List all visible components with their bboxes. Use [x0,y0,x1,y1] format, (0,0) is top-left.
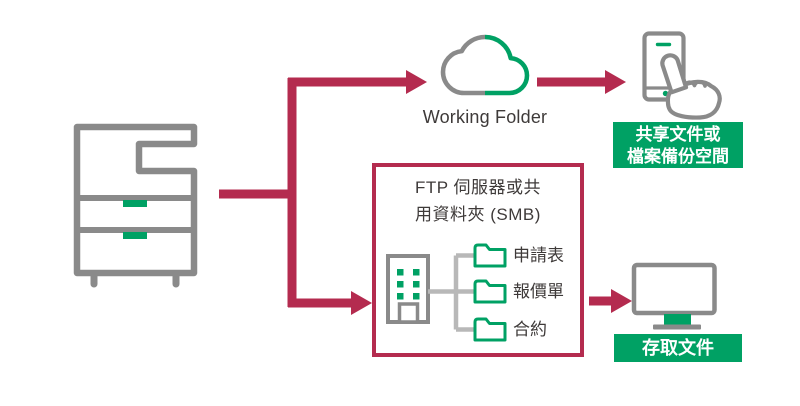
folder-icon [473,279,507,304]
folders [473,243,507,342]
access-files-badge: 存取文件 [614,334,742,362]
share-files-badge-line1: 共享文件或 [635,125,721,144]
printer-tray-handle [123,232,147,239]
folder-icon [473,317,507,342]
ftp-box-title-line1: FTP 伺服器或共 [414,178,542,197]
share-files-badge: 共享文件或 檔案備份空間 [613,122,743,168]
monitor-stand [664,314,691,325]
desktop-monitor-icon [631,262,717,330]
flow-arrows [219,70,632,315]
printer-tray-handle [123,200,147,207]
multifunction-printer-icon [73,123,198,288]
working-folder-label: Working Folder [422,107,548,127]
folder-label: 申請表 [513,246,564,265]
hand-finger [660,53,689,95]
monitor-base [653,324,701,330]
smartphone-touch-icon [642,31,722,120]
folder-tree-connector [428,253,474,332]
ftp-box-title-line2: 用資料夾 (SMB) [415,205,541,224]
folder-icon [473,243,507,268]
arrowhead-to-cloud [406,70,427,94]
share-files-badge-line2: 檔案備份空間 [627,147,729,166]
building-windows [397,269,420,300]
arrowhead-cloud-to-phone [605,70,626,94]
ftp-box-title: FTP 伺服器或共 用資料夾 (SMB) [376,174,580,228]
arrow-trunk [219,78,297,307]
arrowhead-ftp-to-monitor [611,289,632,313]
folder-label: 合約 [513,320,547,339]
cloud-icon [440,34,530,96]
building-door [397,302,420,324]
office-building-icon [386,254,430,324]
folder-label: 報價單 [513,282,564,301]
arrowhead-to-ftp [351,291,372,315]
